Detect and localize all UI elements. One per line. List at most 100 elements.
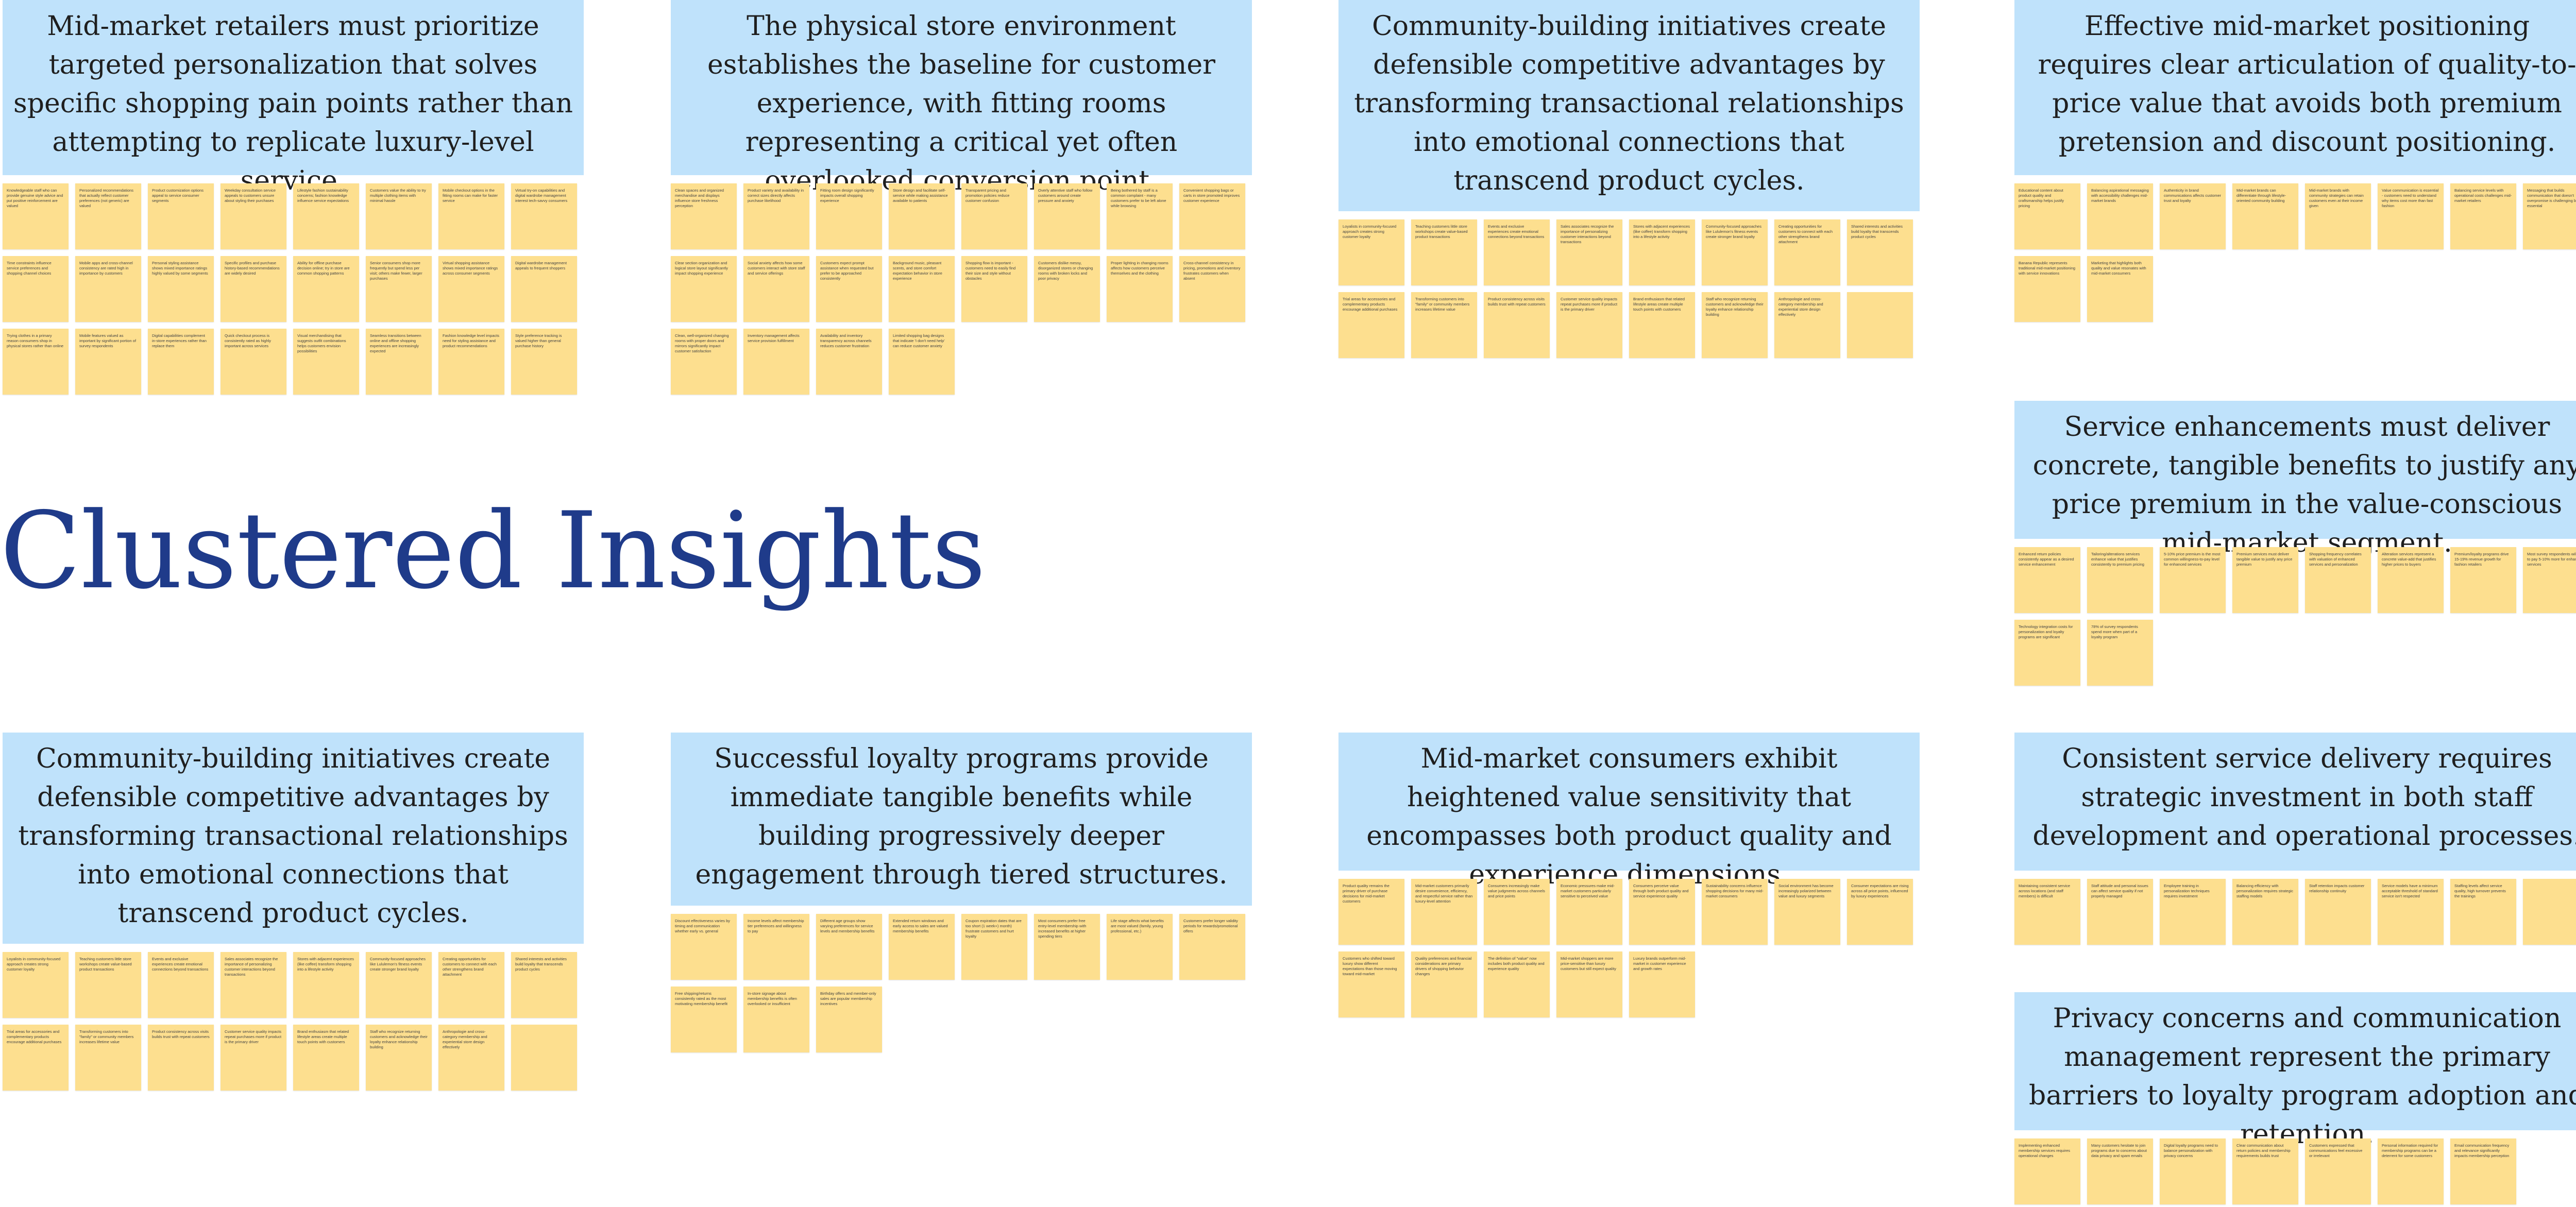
sticky-note[interactable]: 5-10% price premium is the most common w… [2160, 547, 2226, 613]
sticky-note[interactable]: Weekday consultation service appeals to … [221, 183, 286, 249]
sticky-note[interactable]: Trial areas for accessories and compleme… [3, 1025, 69, 1091]
sticky-note[interactable]: Fashion knowledge level impacts need for… [438, 329, 504, 395]
sticky-note[interactable]: The definition of "value" now includes b… [1484, 951, 1550, 1017]
sticky-note[interactable]: Authenticity in brand communications aff… [2160, 183, 2226, 249]
sticky-note[interactable]: Time constraints influence service prefe… [3, 256, 69, 322]
sticky-note[interactable]: Anthropologie and cross-category members… [438, 1025, 504, 1091]
sticky-note[interactable]: Most consumers prefer free entry-level m… [1034, 914, 1100, 980]
sticky-note[interactable]: Educational content about product qualit… [2014, 183, 2080, 249]
sticky-note[interactable]: Mid-market brands can differentiate thro… [2232, 183, 2298, 249]
sticky-note[interactable]: Digital capabilities complement in-store… [148, 329, 214, 395]
sticky-note[interactable]: Product customization options appeal to … [148, 183, 214, 249]
sticky-note[interactable]: Income levels affect membership tier pre… [743, 914, 809, 980]
sticky-note[interactable]: Product consistency across visits builds… [1484, 292, 1550, 358]
sticky-note[interactable]: Fitting room design significantly impact… [816, 183, 882, 249]
sticky-note[interactable]: Shared interests and activities build lo… [1847, 219, 1913, 285]
sticky-note[interactable]: Free shipping/returns consistently rated… [671, 987, 737, 1052]
sticky-note[interactable]: Inventory management affects service pro… [743, 329, 809, 395]
sticky-note[interactable]: Implementing enhanced membership service… [2014, 1138, 2080, 1204]
sticky-note[interactable]: Virtual try-on capabilities and digital … [511, 183, 577, 249]
sticky-note[interactable]: Customers value the ability to try multi… [366, 183, 432, 249]
sticky-note[interactable] [511, 1025, 577, 1091]
sticky-note[interactable]: Personal styling assistance shows mixed … [148, 256, 214, 322]
sticky-note[interactable]: Virtual shopping assistance shows mixed … [438, 256, 504, 322]
sticky-note[interactable]: Proper lighting in changing rooms affect… [1107, 256, 1173, 322]
sticky-note[interactable]: Clean spaces and organized merchandise a… [671, 183, 737, 249]
sticky-note[interactable]: Coupon expiration dates that are too sho… [961, 914, 1027, 980]
sticky-note[interactable]: Quick checkout process is consistently r… [221, 329, 286, 395]
sticky-note[interactable]: Mobile checkout options in the fitting r… [438, 183, 504, 249]
sticky-note[interactable]: Balancing aspirational messaging with ac… [2087, 183, 2153, 249]
sticky-note[interactable]: Employee training in personalization tec… [2160, 879, 2226, 945]
sticky-note[interactable]: Customers who shifted toward luxury show… [1338, 951, 1404, 1017]
sticky-note[interactable]: Marketing that highlights both quality a… [2087, 256, 2153, 322]
sticky-note[interactable]: Stores with adjacent experiences (like c… [1629, 219, 1695, 285]
sticky-note[interactable]: Knowledgeable staff who can provide genu… [3, 183, 69, 249]
sticky-note[interactable]: Product quality remains the primary driv… [1338, 879, 1404, 945]
sticky-note[interactable]: Consumer expectations are rising across … [1847, 879, 1913, 945]
sticky-note[interactable]: Events and exclusive experiences create … [1484, 219, 1550, 285]
sticky-note[interactable]: Events and exclusive experiences create … [148, 952, 214, 1018]
sticky-note[interactable]: Staff who recognize returning customers … [1702, 292, 1768, 358]
sticky-note[interactable]: Loyalists in community-focused approach … [3, 952, 69, 1018]
sticky-note[interactable]: Balancing efficiency with personalizatio… [2232, 879, 2298, 945]
sticky-note[interactable]: In-store signage about membership benefi… [743, 987, 809, 1052]
sticky-note[interactable]: Transforming customers into "family" or … [1411, 292, 1477, 358]
sticky-note[interactable]: Shopping frequency correlates with valua… [2305, 547, 2371, 613]
sticky-note[interactable]: Tailoring/alterations services enhance v… [2087, 547, 2153, 613]
sticky-note[interactable]: Sales associates recognize the importanc… [1556, 219, 1622, 285]
sticky-note[interactable]: Mid-market brands with community strateg… [2305, 183, 2371, 249]
sticky-note[interactable]: Extended return windows and early access… [889, 914, 955, 980]
sticky-note[interactable]: Staff retention impacts customer relatio… [2305, 879, 2371, 945]
sticky-note[interactable]: Trial areas for accessories and compleme… [1338, 292, 1404, 358]
sticky-note[interactable]: Alteration services represent a concrete… [2378, 547, 2444, 613]
sticky-note[interactable]: Stores with adjacent experiences (like c… [293, 952, 359, 1018]
sticky-note[interactable]: Mid-market customers primarily desire co… [1411, 879, 1477, 945]
sticky-note[interactable]: Personalized recommendations that actual… [75, 183, 141, 249]
sticky-note[interactable]: Anthropologie and cross-category members… [1774, 292, 1840, 358]
sticky-note[interactable]: Mobile features valued as important by s… [75, 329, 141, 395]
sticky-note[interactable]: Teaching customers little store workshop… [1411, 219, 1477, 285]
sticky-note[interactable]: Shared interests and activities build lo… [511, 952, 577, 1018]
sticky-note[interactable]: Background music, pleasant scents, and s… [889, 256, 955, 322]
sticky-note[interactable]: Senior consumers shop more frequently bu… [366, 256, 432, 322]
sticky-note[interactable]: Trying clothes in a primary reason consu… [3, 329, 69, 395]
sticky-note[interactable]: Staff attitude and personal issues can a… [2087, 879, 2153, 945]
sticky-note[interactable]: Seamless transitions between online and … [366, 329, 432, 395]
sticky-note[interactable]: Loyalists in community-focused approach … [1338, 219, 1404, 285]
sticky-note[interactable]: Mid-market shoppers are more price-sensi… [1556, 951, 1622, 1017]
sticky-note[interactable]: Consumers perceive value through both pr… [1629, 879, 1695, 945]
sticky-note[interactable]: Different age groups show varying prefer… [816, 914, 882, 980]
sticky-note[interactable]: Brand enthusiasm that related lifestyle … [293, 1025, 359, 1091]
sticky-note[interactable]: Balancing service levels with operationa… [2450, 183, 2516, 249]
sticky-note[interactable]: Limited shopping bag designs that indica… [889, 329, 955, 395]
sticky-note[interactable]: Customer service quality impacts repeat … [1556, 292, 1622, 358]
sticky-note[interactable]: Service models have a minimum acceptable… [2378, 879, 2444, 945]
sticky-note[interactable]: Digital wardrobe management appeals to f… [511, 256, 577, 322]
sticky-note[interactable]: Convenient shopping bags or carts in sto… [1179, 183, 1245, 249]
sticky-note[interactable]: Mobile apps and cross-channel consistenc… [75, 256, 141, 322]
sticky-note[interactable]: Lifestyle fashion sustainability concern… [293, 183, 359, 249]
sticky-note[interactable]: Most survey respondents willing to pay 5… [2523, 547, 2576, 613]
sticky-note[interactable]: Staff who recognize returning customers … [366, 1025, 432, 1091]
sticky-note[interactable]: Premium/loyalty programs drive 15-19% re… [2450, 547, 2516, 613]
sticky-note[interactable]: Luxury brands outperform mid-market in c… [1629, 951, 1695, 1017]
sticky-note[interactable]: Customers expect prompt assistance when … [816, 256, 882, 322]
sticky-note[interactable]: Messaging that builds communication that… [2523, 183, 2576, 249]
sticky-note[interactable]: Availability and inventory transparency … [816, 329, 882, 395]
sticky-note[interactable]: Enhanced return policies consistently ap… [2014, 547, 2080, 613]
sticky-note[interactable]: Overly attentive staff who follow custom… [1034, 183, 1100, 249]
sticky-note[interactable]: Clear section organization and logical s… [671, 256, 737, 322]
sticky-note[interactable]: Customers dislike messy, disorganized st… [1034, 256, 1100, 322]
sticky-note[interactable] [2523, 879, 2576, 945]
sticky-note[interactable]: Quality preferences and financial consid… [1411, 951, 1477, 1017]
sticky-note[interactable]: Community-focused approaches like Lulule… [366, 952, 432, 1018]
sticky-note[interactable]: Digital loyalty programs need to balance… [2160, 1138, 2226, 1204]
sticky-note[interactable]: Shopping flow is important - customers n… [961, 256, 1027, 322]
sticky-note[interactable]: Consumers increasingly make value judgme… [1484, 879, 1550, 945]
sticky-note[interactable]: Value communication is essential - custo… [2378, 183, 2444, 249]
sticky-note[interactable]: Economic pressures make mid-market custo… [1556, 879, 1622, 945]
sticky-note[interactable]: 78% of survey respondents spend more whe… [2087, 620, 2153, 686]
sticky-note[interactable]: Clear communication about return policie… [2232, 1138, 2298, 1204]
sticky-note[interactable]: Being bothered by staff is a common comp… [1107, 183, 1173, 249]
